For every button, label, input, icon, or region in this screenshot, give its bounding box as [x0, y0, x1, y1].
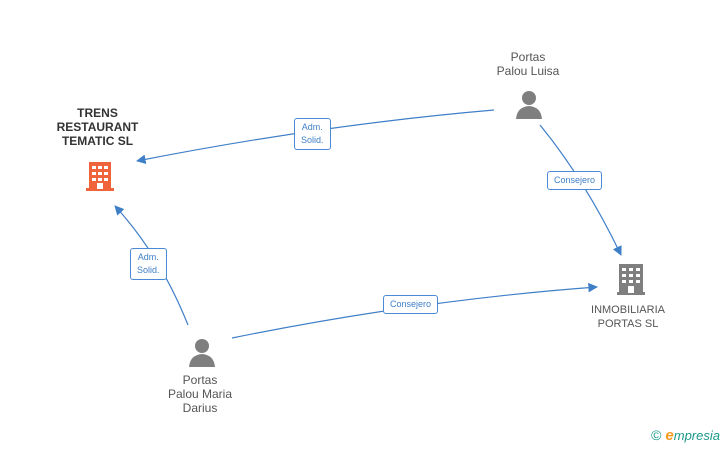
- edge-label-maria-inmobiliaria: Consejero: [383, 295, 439, 314]
- edge-label-maria-trens: Adm. Solid.: [130, 248, 167, 280]
- company-label-trens[interactable]: TRENS RESTAURANT TEMATIC SL: [56, 106, 139, 148]
- edge-label-luisa-trens: Adm. Solid.: [294, 118, 331, 150]
- person-label-luisa[interactable]: Portas Palou Luisa: [496, 50, 560, 78]
- company-label-inmobiliaria[interactable]: INMOBILIARIA PORTAS SL: [591, 304, 665, 330]
- building-icon[interactable]: [614, 262, 648, 296]
- empresia-watermark: ©empresia: [651, 427, 720, 444]
- brand-rest: mpresia: [673, 428, 720, 443]
- copyright-symbol: ©: [651, 427, 662, 443]
- edge-label-luisa-inmobiliaria: Consejero: [547, 171, 603, 190]
- person-label-maria[interactable]: Portas Palou Maria Darius: [167, 373, 233, 415]
- edge-luisa-inmobiliaria: [539, 124, 622, 256]
- person-icon[interactable]: [514, 90, 544, 120]
- person-icon[interactable]: [187, 338, 217, 368]
- building-icon[interactable]: [83, 160, 117, 192]
- brand-first-letter: e: [665, 427, 674, 444]
